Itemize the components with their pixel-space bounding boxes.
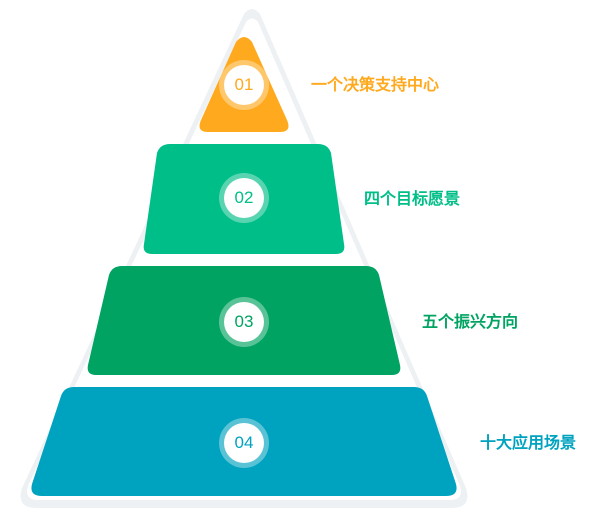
tier-2-number-badge: 02: [224, 178, 264, 218]
tier-1-number: 01: [234, 75, 254, 94]
tier-2-number: 02: [234, 188, 254, 207]
tier-3-label: 五个振兴方向: [422, 312, 519, 331]
tier-4-label: 十大应用场景: [480, 433, 577, 452]
tier-4-number-badge: 04: [224, 423, 264, 463]
pyramid-outline-inner: [27, 18, 461, 500]
tier-1-label: 一个决策支持中心: [311, 75, 440, 94]
tier-3-number-badge: 03: [224, 302, 264, 342]
tier-3-number: 03: [234, 312, 254, 331]
tier-1-number-badge: 01: [224, 65, 264, 105]
tier-4-number: 04: [234, 433, 254, 452]
tier-2-label: 四个目标愿景: [364, 189, 461, 208]
